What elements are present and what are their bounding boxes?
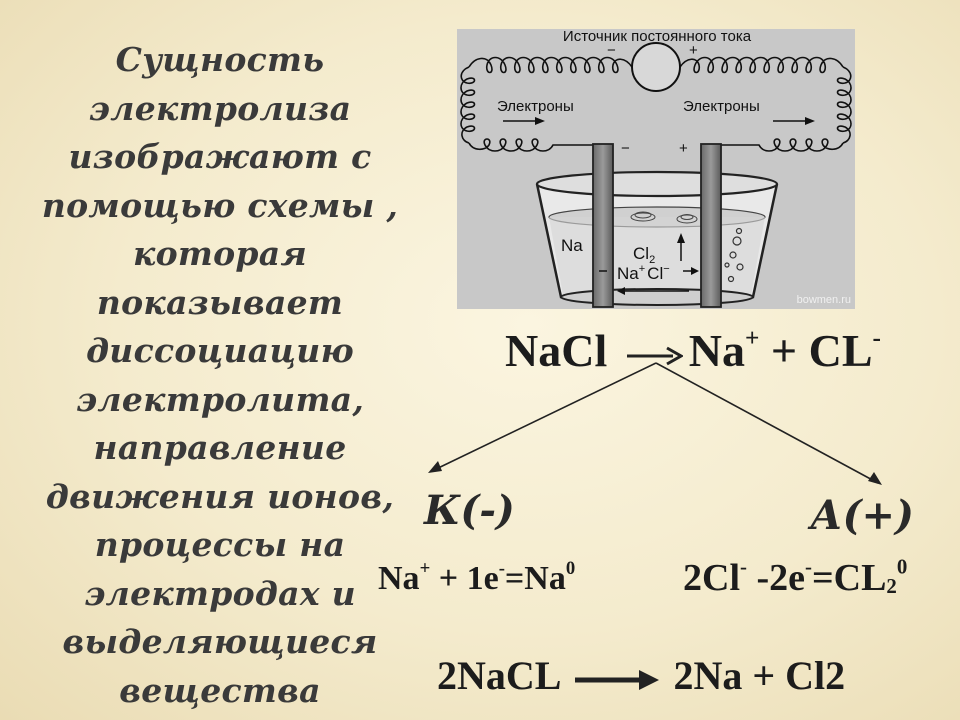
description-line: направление	[93, 428, 347, 467]
sodium-ion: Na	[688, 325, 745, 376]
electrolyte	[549, 217, 765, 295]
electrolysis-diagram: Источник постоянного тока − + Электроны …	[457, 29, 855, 309]
source-minus-label: −	[607, 42, 616, 59]
chlorine-gas-label: Cl2	[633, 244, 655, 266]
electrons-label-left: Электроны	[497, 98, 574, 115]
sodium-label: Na	[561, 236, 583, 255]
power-source-icon	[631, 42, 681, 92]
description-text: Сущность электролиза изображают с помощь…	[40, 36, 400, 715]
description-line: выделяющиеся	[62, 622, 378, 661]
dissociation-reactant: NaCl	[505, 325, 608, 376]
sodium-charge: +	[744, 323, 760, 352]
anode-equation: 2Cl- -2e-=CL20	[683, 556, 907, 600]
dissociation-equation: NaCl Na+ + CL-	[505, 324, 881, 377]
overall-products: 2Na + Cl2	[673, 653, 846, 698]
swirl-marks	[630, 211, 698, 224]
description-line: Сущность	[115, 40, 325, 79]
arrow-to-anode-icon	[868, 472, 882, 485]
electron-arrows	[503, 117, 815, 125]
eq-sup: -	[740, 554, 747, 579]
chloride-ion: CL	[808, 325, 873, 376]
description-line: вещества	[119, 670, 321, 710]
eq-part: Na	[378, 560, 420, 597]
overall-equation: 2NaCL 2Na + Cl2	[437, 652, 845, 699]
overall-arrow-icon	[575, 669, 660, 690]
arrow-to-cathode-icon	[428, 461, 442, 473]
eq-part: 2Cl	[683, 557, 740, 599]
anode-label: А(+)	[810, 492, 914, 539]
description-line: электродах и	[84, 573, 356, 613]
description-line: помощью схемы ,	[41, 185, 399, 225]
description-line: диссоциацию	[86, 331, 354, 370]
description-line: электролита,	[75, 379, 365, 419]
plus-sign: +	[770, 325, 798, 376]
electrons-label-right: Электроны	[683, 98, 760, 115]
eq-sup: +	[419, 558, 431, 580]
cathode-minus-label: −	[621, 140, 630, 157]
anode	[700, 143, 722, 308]
eq-sup: -	[805, 554, 812, 579]
power-source-label: Источник постоянного тока	[563, 29, 752, 45]
eq-sup: 0	[565, 558, 576, 580]
eq-part: + 1e	[430, 560, 499, 597]
overall-reactant: 2NaCL	[437, 653, 562, 698]
beaker-rim	[535, 170, 779, 198]
ions-label: Na+Cl−	[617, 263, 670, 283]
reaction-arrow-icon	[626, 347, 683, 366]
cathode	[592, 143, 614, 308]
description-line: движения ионов,	[45, 476, 395, 516]
eq-part: -2e	[746, 557, 805, 599]
wire-coil-left	[460, 56, 633, 152]
eq-part: =CL	[811, 557, 887, 599]
anode-plus-label: +	[679, 140, 688, 157]
description-line: показывает	[96, 282, 344, 322]
eq-sub: 2	[886, 574, 897, 599]
gas-bubbles	[724, 227, 744, 283]
cathode-label: К(-)	[424, 487, 515, 534]
cathode-equation: Na+ + 1e-=Na0	[378, 558, 576, 598]
description-line: электролиза	[88, 88, 352, 128]
description-line: изображают с	[68, 137, 372, 176]
wire-coil-right	[679, 56, 852, 152]
eq-sup: -	[498, 558, 505, 580]
split-arrows	[428, 362, 882, 485]
description-line: процессы на	[94, 525, 346, 564]
source-plus-label: +	[689, 42, 698, 59]
eq-sup: 0	[896, 554, 908, 579]
watermark: bowmen.ru	[797, 294, 851, 306]
ion-arrows	[599, 233, 699, 295]
chloride-charge: -	[872, 323, 881, 352]
eq-part: =Na	[504, 560, 566, 597]
description-line: которая	[132, 234, 308, 273]
